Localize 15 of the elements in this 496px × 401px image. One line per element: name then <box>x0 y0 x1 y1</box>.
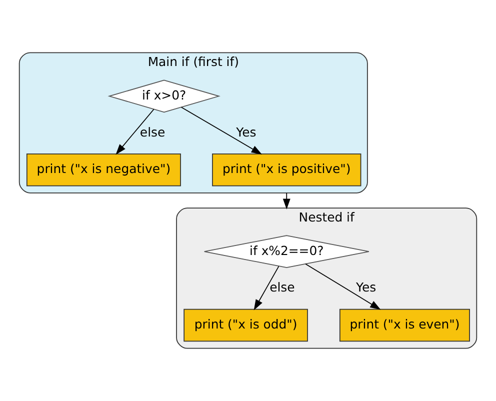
edge-label: Yes <box>356 280 376 295</box>
arrow <box>305 264 381 310</box>
edge-label: else <box>270 280 295 295</box>
node-diamond: if x>0? <box>108 80 220 113</box>
arrow <box>282 192 290 210</box>
node-box: print ("x is odd") <box>184 308 308 342</box>
node-box: print ("x is even") <box>339 308 470 342</box>
arrow <box>180 106 262 155</box>
arrow <box>116 108 154 155</box>
node-box: print ("x is negative") <box>26 153 181 186</box>
edge-label: else <box>140 124 166 140</box>
edge-label: Yes <box>236 124 256 140</box>
node-diamond: if x%2==0? <box>204 235 370 268</box>
node-box: print ("x is positive") <box>212 153 362 186</box>
arrow <box>254 266 280 310</box>
